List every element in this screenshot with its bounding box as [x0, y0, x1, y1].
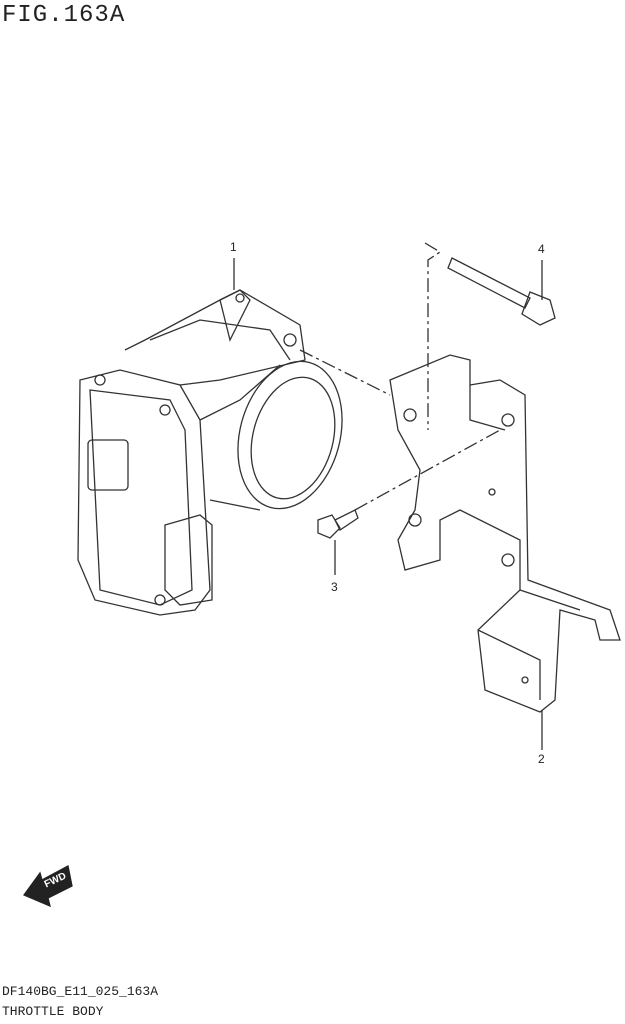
leader-3-dash — [354, 429, 501, 511]
figure-code: DF140BG_E11_025_163A — [2, 984, 159, 999]
leader-1-dash — [299, 349, 391, 396]
figure-title: FIG.163A — [2, 2, 126, 29]
fwd-arrow-icon — [22, 865, 73, 908]
leader-4-dash — [424, 242, 442, 430]
bolt-short-part — [317, 509, 359, 539]
callout-3: 3 — [331, 580, 338, 594]
callout-2: 2 — [538, 752, 545, 766]
bolt-long-part — [447, 257, 556, 326]
callout-4: 4 — [538, 242, 545, 256]
bracket-part — [389, 354, 621, 713]
throttle-body-part — [77, 289, 343, 616]
figure-name: THROTTLE BODY — [2, 1004, 104, 1019]
callout-1: 1 — [230, 240, 237, 254]
